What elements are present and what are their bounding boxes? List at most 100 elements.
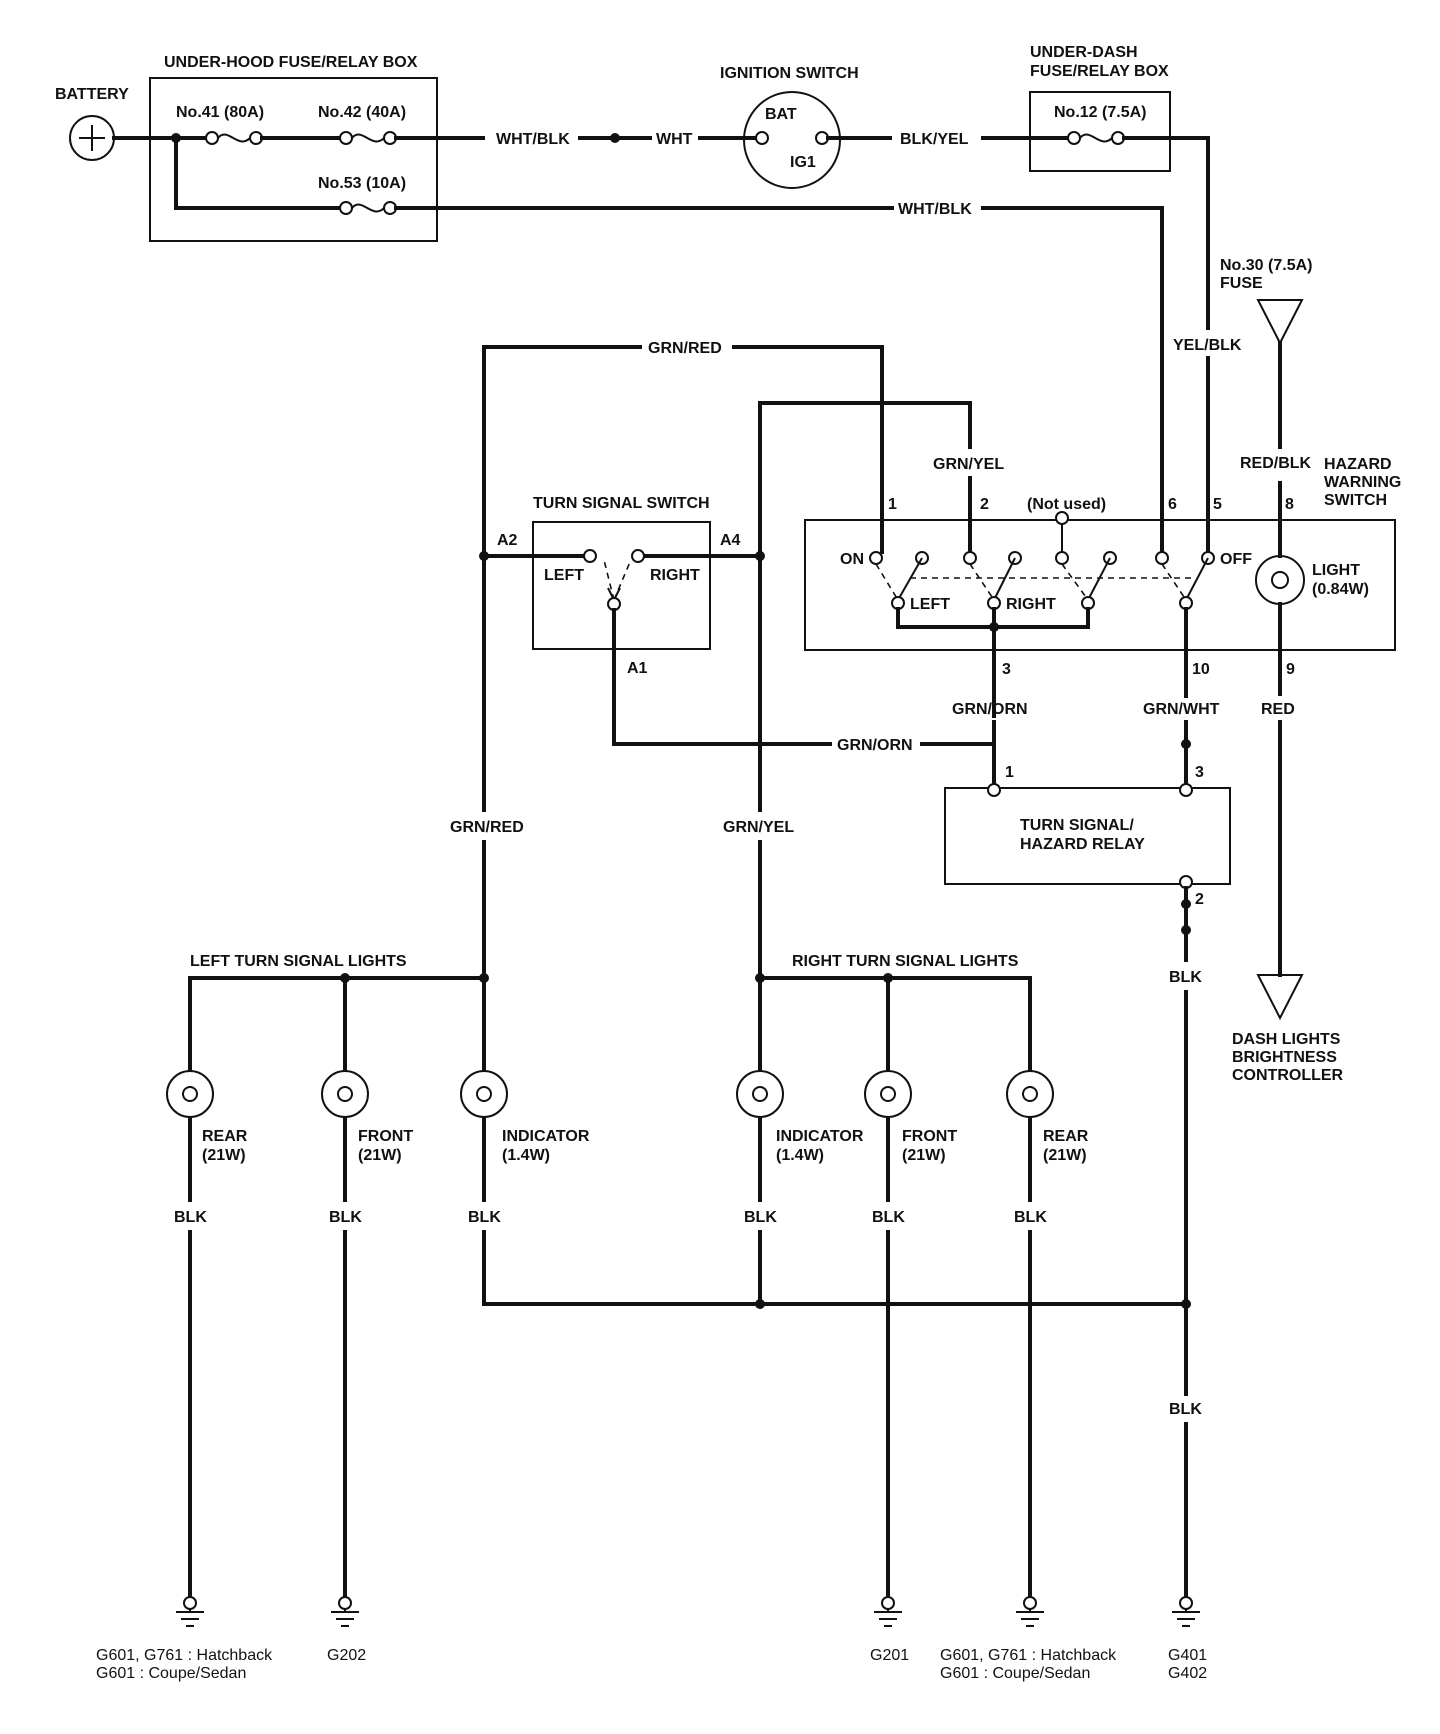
turn-feed-wires: GRN/RED GRN/YEL — [482, 340, 1004, 820]
hazard-title-1: HAZARD — [1324, 456, 1392, 473]
right-front-name: FRONT — [902, 1128, 957, 1145]
wire-blk-relay-label: BLK — [1169, 969, 1202, 986]
fuse-30-label-2: FUSE — [1220, 275, 1263, 292]
underdash-box-title-1: UNDER-DASH — [1030, 44, 1138, 61]
wire-grn-yel-top-label: GRN/YEL — [933, 456, 1004, 473]
turn-switch-title: TURN SIGNAL SWITCH — [533, 495, 710, 512]
ignition-switch-title: IGNITION SWITCH — [720, 65, 859, 82]
turn-switch-a4: A4 — [720, 532, 741, 549]
left-indicator-bulb-icon — [460, 1070, 508, 1118]
wire-grn-red-top-label: GRN/RED — [648, 340, 722, 357]
fuse-42-label: No.42 (40A) — [318, 104, 406, 121]
left-rear-wire: BLK — [174, 1209, 207, 1226]
fuse-30-section: No.30 (7.5A) FUSE — [1220, 257, 1312, 449]
relay-label-1: TURN SIGNAL/ — [1020, 817, 1134, 834]
hazard-pin-5: 5 — [1213, 496, 1222, 513]
left-front-wire: BLK — [329, 1209, 362, 1226]
right-rear-wire: BLK — [1014, 1209, 1047, 1226]
left-turn-signal-lights: LEFT TURN SIGNAL LIGHTS REAR (21W) BLK F… — [166, 953, 590, 1600]
right-indicator-watt: (1.4W) — [776, 1147, 824, 1164]
hazard-title-2: WARNING — [1324, 474, 1401, 491]
right-lights-title: RIGHT TURN SIGNAL LIGHTS — [792, 953, 1019, 970]
fuse-12-icon — [1067, 131, 1125, 145]
right-indicator-bulb-icon — [736, 1070, 784, 1118]
underdash-box — [1029, 91, 1171, 172]
ground-relay-icon — [1172, 1596, 1200, 1627]
turn-switch-a2: A2 — [497, 532, 518, 549]
hazard-right-label: RIGHT — [1006, 596, 1056, 613]
ground-right-front-label: G201 — [870, 1647, 909, 1664]
wire-grn-wht-label: GRN/WHT — [1143, 701, 1220, 718]
fuse-30-label-1: No.30 (7.5A) — [1220, 257, 1312, 274]
left-rear-name: REAR — [202, 1128, 248, 1145]
fuse-42-icon — [339, 131, 397, 145]
dash-lights-section: DASH LIGHTS BRIGHTNESS CONTROLLER — [1232, 974, 1344, 1084]
hazard-left-label: LEFT — [910, 596, 950, 613]
underhood-box-title: UNDER-HOOD FUSE/RELAY BOX — [164, 54, 418, 71]
wire-wht-label: WHT — [656, 131, 693, 148]
battery-label: BATTERY — [55, 86, 129, 103]
hazard-off-label: OFF — [1220, 551, 1252, 568]
left-lights-title: LEFT TURN SIGNAL LIGHTS — [190, 953, 407, 970]
fuse-12-label: No.12 (7.5A) — [1054, 104, 1146, 121]
left-indicator-watt: (1.4W) — [502, 1147, 550, 1164]
turn-signal-relay: 1 3 TURN SIGNAL/ HAZARD RELAY 2 BLK — [944, 764, 1231, 1400]
hazard-pin-3: 3 — [1002, 661, 1011, 678]
wire-wht-blk-label: WHT/BLK — [496, 131, 570, 148]
right-rear-name: REAR — [1043, 1128, 1089, 1145]
right-indicator-name: INDICATOR — [776, 1128, 864, 1145]
wire-red-label: RED — [1261, 701, 1295, 718]
hazard-pin-9: 9 — [1286, 661, 1295, 678]
left-front-bulb-icon — [321, 1070, 369, 1118]
hazard-title-3: SWITCH — [1324, 492, 1387, 509]
hazard-pin-10: 10 — [1192, 661, 1210, 678]
right-front-watt: (21W) — [902, 1147, 946, 1164]
right-rear-watt: (21W) — [1043, 1147, 1087, 1164]
ground-symbols: G601, G761 : Hatchback G601 : Coupe/Seda… — [96, 1596, 1207, 1682]
hazard-light-bulb-icon — [1255, 555, 1305, 605]
wire-grn-red-mid-label: GRN/RED — [450, 819, 524, 836]
wire-grn-orn-1-label: GRN/ORN — [952, 701, 1028, 718]
ground-left-rear-label-2: G601 : Coupe/Sedan — [96, 1665, 246, 1682]
ground-right-rear-label-2: G601 : Coupe/Sedan — [940, 1665, 1090, 1682]
relay-box — [944, 787, 1231, 885]
wire-grn-orn-2-label: GRN/ORN — [837, 737, 913, 754]
wire-red-blk-label: RED/BLK — [1240, 455, 1312, 472]
hazard-not-used: (Not used) — [1027, 496, 1106, 513]
fuse-41-icon — [205, 131, 263, 145]
hazard-light-label-1: LIGHT — [1312, 562, 1360, 579]
fuse-53-label: No.53 (10A) — [318, 175, 406, 192]
ground-right-front-icon — [874, 1596, 902, 1627]
relay-label-2: HAZARD RELAY — [1020, 836, 1145, 853]
fuse-41-label: No.41 (80A) — [176, 104, 264, 121]
hazard-pin-8: 8 — [1285, 496, 1294, 513]
fuse-30-arrow-icon — [1256, 299, 1304, 346]
left-front-name: FRONT — [358, 1128, 413, 1145]
dash-lights-label-3: CONTROLLER — [1232, 1067, 1344, 1084]
turn-switch-a1: A1 — [627, 660, 648, 677]
relay-pin-1: 1 — [1005, 764, 1014, 781]
turn-signal-switch: TURN SIGNAL SWITCH A2 A4 LEFT RIGHT A1 G… — [479, 495, 996, 754]
right-turn-signal-lights: RIGHT TURN SIGNAL LIGHTS INDICATOR (1.4W… — [736, 953, 1089, 1600]
underhood-box — [149, 77, 438, 242]
turn-switch-right: RIGHT — [650, 567, 700, 584]
ground-left-rear-icon — [176, 1596, 204, 1627]
right-front-wire: BLK — [872, 1209, 905, 1226]
ground-left-rear-label-1: G601, G761 : Hatchback — [96, 1647, 273, 1664]
ground-right-rear-icon — [1016, 1596, 1044, 1627]
ignition-bat-label: BAT — [765, 106, 797, 123]
relay-pin-3: 3 — [1195, 764, 1204, 781]
ground-left-front-label: G202 — [327, 1647, 366, 1664]
underdash-box-title-2: FUSE/RELAY BOX — [1030, 63, 1169, 80]
hazard-switch: HAZARD WARNING SWITCH 1 2 (Not used) 6 5… — [804, 456, 1401, 718]
dash-lights-label-2: BRIGHTNESS — [1232, 1049, 1337, 1066]
hazard-pin-6: 6 — [1168, 496, 1177, 513]
ground-relay-label-2: G402 — [1168, 1665, 1207, 1682]
left-rear-bulb-icon — [166, 1070, 214, 1118]
left-indicator-wire: BLK — [468, 1209, 501, 1226]
turn-switch-box — [532, 521, 711, 650]
power-supply-section: BATTERY UNDER-HOOD FUSE/RELAY BOX No.41 … — [55, 44, 1210, 557]
ignition-ig1-label: IG1 — [790, 154, 816, 171]
hazard-pin-1: 1 — [888, 496, 897, 513]
